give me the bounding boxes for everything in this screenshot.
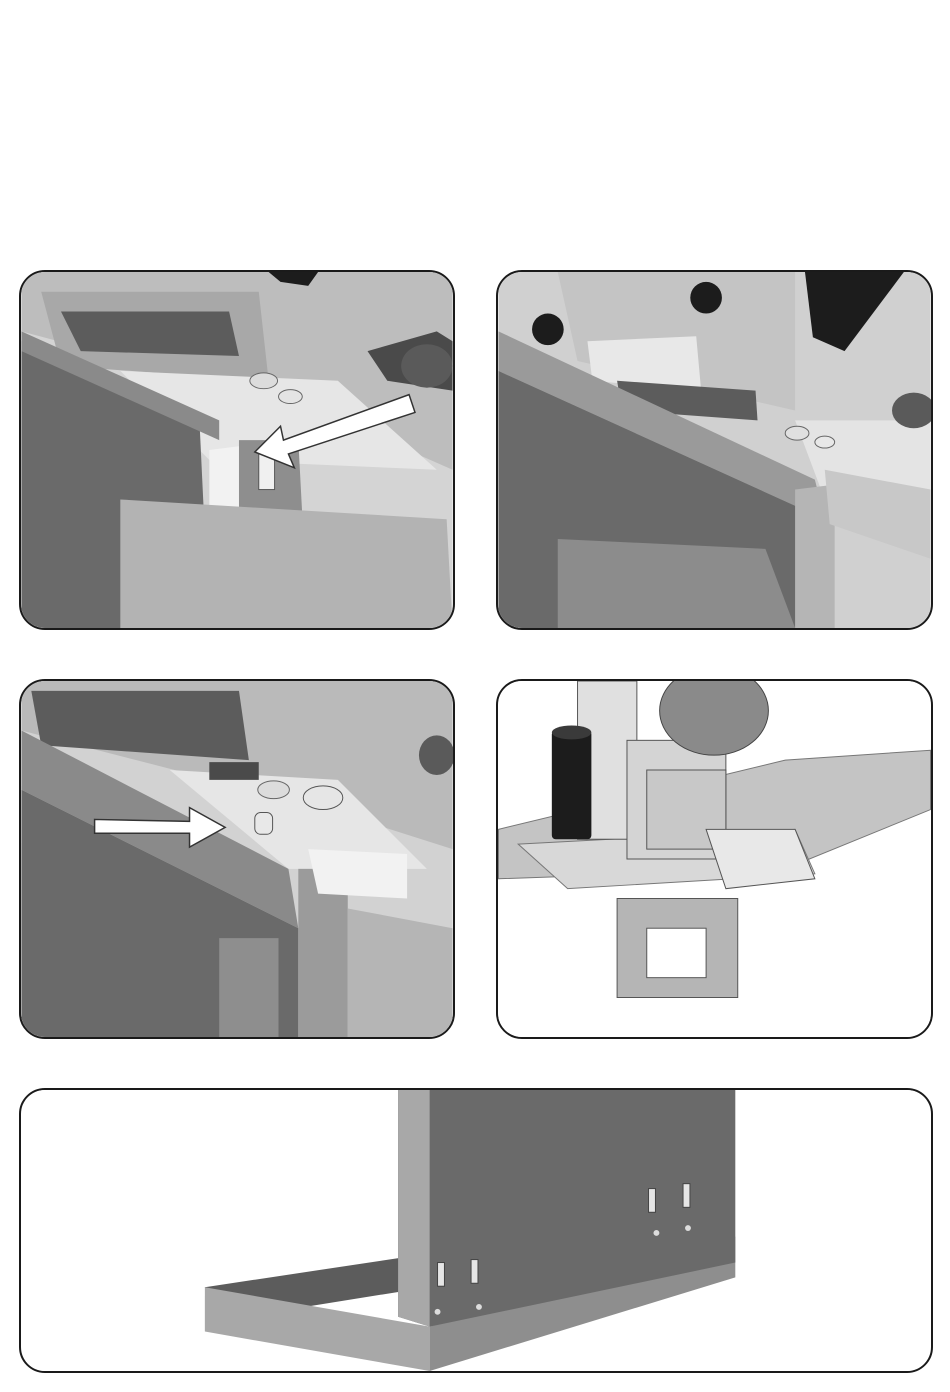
router-base-illustration-2 [498,272,931,628]
figure-panel-1 [19,270,455,630]
figure-panel-5 [19,1088,933,1373]
figure-panel-2 [496,270,933,630]
figure-panel-3 [19,679,455,1039]
router-illustration-4 [498,681,931,1037]
router-base-illustration-3 [21,681,453,1037]
dowel-template-illustration-5 [21,1090,931,1371]
figure-panel-4 [496,679,933,1039]
router-base-illustration-1 [21,272,453,628]
dust-port-icon [552,726,592,840]
